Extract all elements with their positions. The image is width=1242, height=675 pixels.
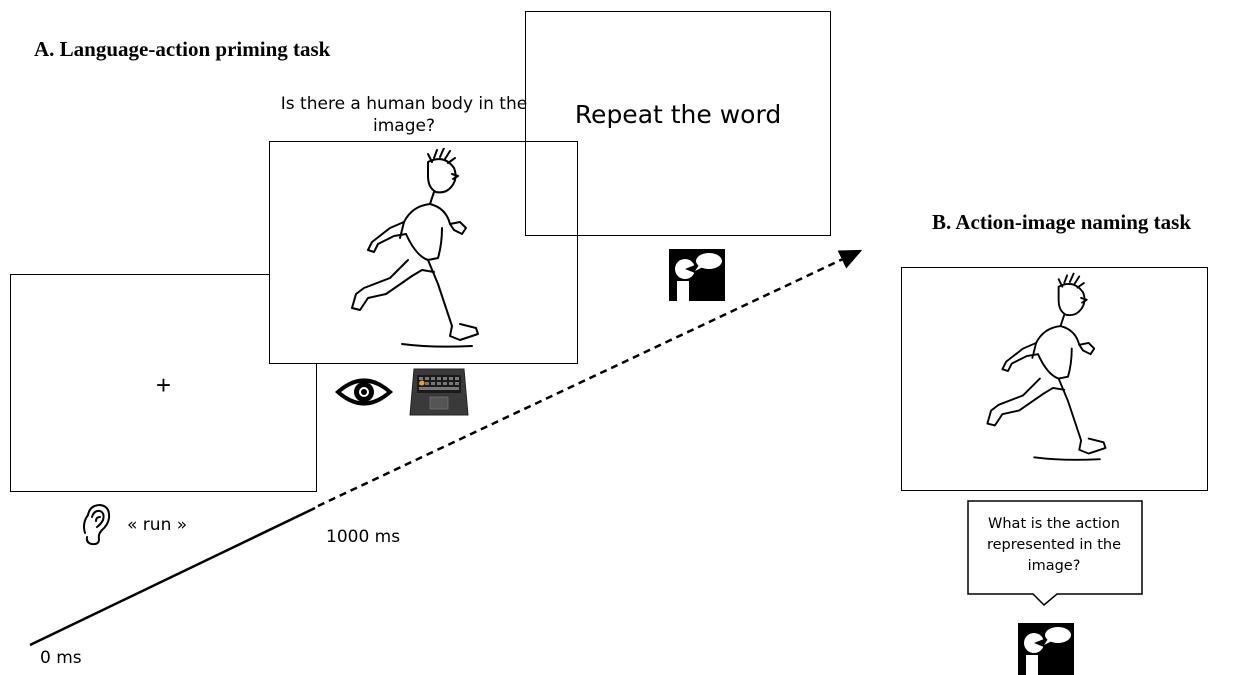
running-man-illustration	[351, 148, 479, 348]
priming-image-screen	[269, 141, 578, 364]
section-a-title: A. Language-action priming task	[34, 37, 331, 61]
speaking-person-icon	[669, 249, 725, 301]
timeline-start-label: 0 ms	[40, 648, 82, 668]
timeline-dashed-arrow	[317, 249, 863, 508]
laptop-keyboard-icon	[409, 368, 469, 416]
naming-question-callout	[967, 500, 1143, 607]
fixation-screen: +	[10, 274, 317, 492]
section-b-title: B. Action-image naming task	[932, 210, 1192, 234]
fixation-cross: +	[155, 370, 172, 400]
auditory-word: « run »	[127, 515, 188, 535]
eye-icon	[335, 378, 393, 406]
priming-question: Is there a human body in the image?	[280, 94, 528, 136]
naming-question: What is the action represented in the im…	[986, 516, 1122, 574]
repeat-word-text: Repeat the word	[574, 100, 782, 129]
timeline-mid-label: 1000 ms	[326, 527, 401, 547]
timeline-solid-line	[29, 506, 316, 647]
naming-image-screen	[901, 267, 1208, 491]
repeat-word-screen: Repeat the word	[525, 11, 831, 236]
ear-icon	[83, 503, 111, 546]
running-man-illustration	[986, 272, 1107, 461]
speaking-person-icon	[1018, 623, 1074, 675]
